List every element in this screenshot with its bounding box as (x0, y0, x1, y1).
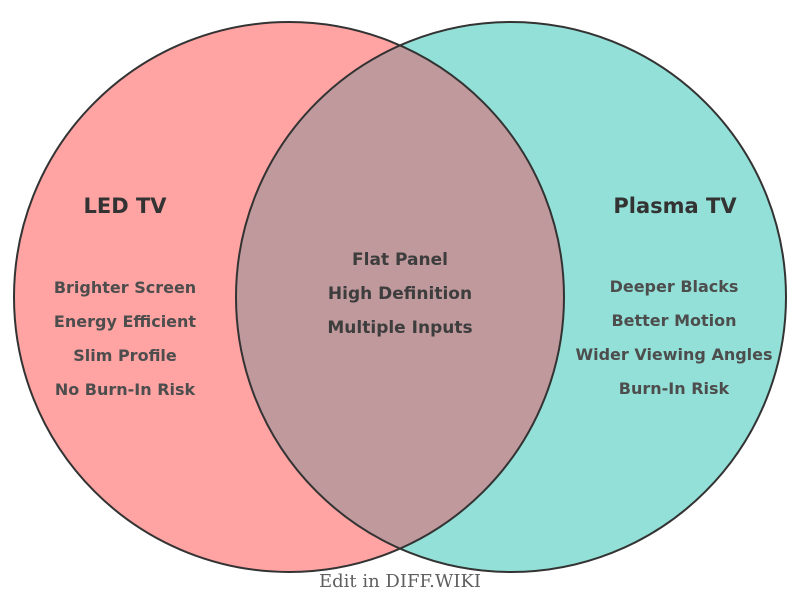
led-item-brighter-screen: Brighter Screen (54, 278, 196, 297)
led-item-energy-efficient: Energy Efficient (54, 312, 197, 331)
overlap-region (236, 22, 564, 572)
led-circle-outline (13, 21, 565, 573)
plasma-item-better-motion: Better Motion (611, 311, 736, 330)
led-item-no-burn-in-risk: No Burn-In Risk (55, 380, 196, 399)
led-item-slim-profile: Slim Profile (73, 346, 177, 365)
plasma-item-wider-viewing-angles: Wider Viewing Angles (575, 345, 772, 364)
shared-item-flat-panel: Flat Panel (352, 250, 448, 270)
plasma-item-deeper-blacks: Deeper Blacks (610, 277, 739, 296)
shared-item-multiple-inputs: Multiple Inputs (327, 318, 472, 338)
plasma-circle-outline (235, 21, 787, 573)
plasma-item-burn-in-risk: Burn-In Risk (619, 379, 730, 398)
diffwiki-edit-link[interactable]: Edit in DIFF.WIKI (319, 571, 481, 592)
led-title: LED TV (83, 194, 167, 218)
plasma-title: Plasma TV (613, 194, 737, 218)
shared-item-high-definition: High Definition (328, 284, 472, 304)
